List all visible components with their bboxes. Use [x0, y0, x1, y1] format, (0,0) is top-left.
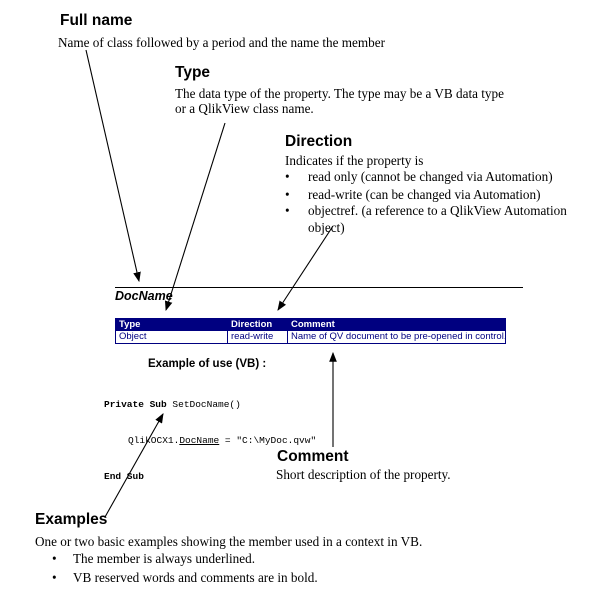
direction-bullet-objectref: objectref. (a reference to a QlikView Au… [308, 203, 567, 235]
examples-heading: Examples [35, 511, 108, 528]
cell-comment-value: Name of QV document to be pre-opened in … [291, 331, 505, 342]
comment-description: Short description of the property. [276, 467, 451, 482]
code-text: = "C:\MyDoc.qvw" [219, 435, 317, 446]
direction-intro: Indicates if the property is [285, 153, 424, 168]
examples-bullet-underlined: The member is always underlined. [73, 551, 256, 566]
vb-keyword: Private Sub [104, 399, 167, 410]
cell-direction-value: read-write [228, 331, 288, 343]
arrow-type-to-table [164, 122, 226, 312]
direction-heading: Direction [285, 133, 353, 150]
direction-bullet-read-write: read-write (can be changed via Automatio… [308, 186, 541, 202]
vb-keyword: End Sub [104, 471, 144, 482]
type-description-line1: The data type of the property. The type … [175, 86, 504, 101]
list-item: read only (cannot be changed via Automat… [285, 168, 597, 186]
type-description: The data type of the property. The type … [175, 86, 504, 116]
list-item: The member is always underlined. [35, 550, 535, 569]
table-row: Object read-write Name of QV document to… [116, 331, 505, 343]
comment-heading: Comment [277, 448, 349, 465]
list-item: read-write (can be changed via Automatio… [285, 186, 597, 204]
type-heading: Type [175, 64, 211, 81]
bullet-icon [285, 186, 308, 204]
column-header-type: Type [119, 319, 141, 330]
examples-bullet-bold: VB reserved words and comments are in bo… [73, 569, 318, 585]
code-line: QlikOCX1.DocName = "C:\MyDoc.qvw" [104, 435, 316, 447]
type-description-line2: or a QlikView class name. [175, 101, 314, 116]
member-reference: DocName [179, 435, 220, 446]
bullet-icon [285, 203, 308, 236]
column-header-direction: Direction [231, 319, 273, 330]
member-name: DocName [115, 289, 173, 303]
code-text: QlikOCX1. [128, 435, 180, 446]
code-line: Private Sub SetDocName() [104, 399, 316, 411]
list-item: VB reserved words and comments are in bo… [35, 569, 535, 588]
bullet-icon [52, 550, 73, 569]
full-name-description: Name of class followed by a period and t… [58, 35, 386, 50]
examples-bullet-list: The member is always underlined. VB rese… [35, 550, 535, 587]
bullet-icon [52, 569, 73, 588]
arrow-direction-to-table [277, 225, 334, 311]
direction-bullet-read-only: read only (cannot be changed via Automat… [308, 169, 553, 184]
member-divider [115, 287, 523, 288]
code-block: Private Sub SetDocName() QlikOCX1.DocNam… [104, 375, 316, 507]
property-table: Type Direction Comment Object read-write… [115, 318, 506, 344]
full-name-heading: Full name [60, 12, 133, 29]
list-item: objectref. (a reference to a QlikView Au… [285, 203, 597, 236]
column-header-comment: Comment [291, 319, 335, 330]
code-text: SetDocName() [166, 399, 241, 410]
examples-description: One or two basic examples showing the me… [35, 534, 423, 549]
arrow-full-name-to-member [85, 49, 141, 283]
cell-type-value: Object [116, 331, 228, 343]
direction-bullet-list: read only (cannot be changed via Automat… [285, 168, 597, 236]
table-header-row: Type Direction Comment [116, 319, 505, 331]
example-of-use-label: Example of use (VB) : [148, 358, 267, 370]
bullet-icon [285, 168, 308, 186]
